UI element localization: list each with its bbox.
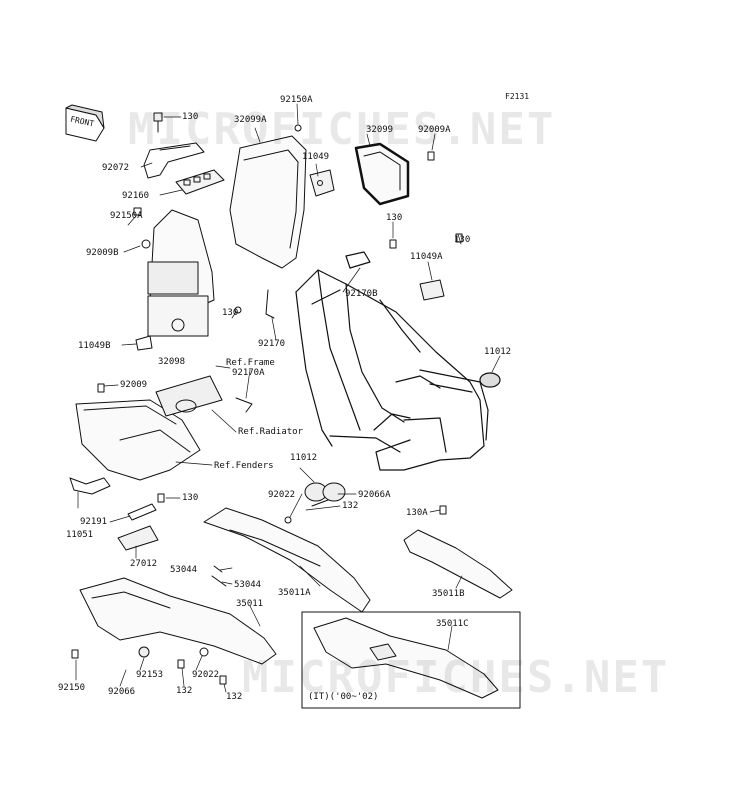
part-callout-32099[interactable]: 32099 bbox=[366, 125, 394, 135]
part-callout-132-low-a[interactable]: 132 bbox=[176, 686, 193, 696]
part-callout-35011[interactable]: 35011 bbox=[236, 599, 264, 609]
part-callout-130A[interactable]: 130A bbox=[406, 508, 428, 518]
cover-32099 bbox=[354, 142, 435, 206]
part-callout-130-bracket[interactable]: 130 bbox=[182, 493, 199, 503]
variant-box bbox=[301, 611, 521, 709]
bolt-130-top bbox=[153, 112, 163, 133]
ref-radiator-label[interactable]: Ref.Radiator bbox=[238, 427, 304, 437]
variant-note: (IT)('00~'02) bbox=[308, 692, 379, 702]
part-callout-92066A[interactable]: 92066A bbox=[358, 490, 391, 500]
part-callout-92022-low[interactable]: 92022 bbox=[192, 670, 220, 680]
bracket-11049A bbox=[389, 233, 463, 301]
part-callout-132-low-b[interactable]: 132 bbox=[226, 692, 243, 702]
part-callout-11012-mid[interactable]: 11012 bbox=[290, 453, 318, 463]
front-arrow-icon bbox=[65, 104, 105, 142]
part-callout-92150A-top[interactable]: 92150A bbox=[280, 95, 313, 105]
part-callout-130-battery[interactable]: 130 bbox=[222, 308, 239, 318]
bracket-92072 bbox=[143, 142, 205, 179]
part-callout-92009A[interactable]: 92009A bbox=[418, 125, 451, 135]
part-callout-92009B[interactable]: 92009B bbox=[86, 248, 119, 258]
grommets-11012 bbox=[284, 482, 346, 524]
bracket-27012 bbox=[117, 493, 165, 551]
part-callout-130-right[interactable]: 130 bbox=[454, 235, 471, 245]
ref-frame-label[interactable]: Ref.Frame bbox=[226, 358, 275, 368]
part-callout-130-mid[interactable]: 130 bbox=[386, 213, 403, 223]
part-callout-35011A[interactable]: 35011A bbox=[278, 588, 311, 598]
part-callout-92150[interactable]: 92150 bbox=[58, 683, 86, 693]
ref-fenders-label[interactable]: Ref.Fenders bbox=[214, 461, 274, 471]
part-callout-11051[interactable]: 11051 bbox=[66, 530, 94, 540]
part-callout-92160[interactable]: 92160 bbox=[122, 191, 150, 201]
watermark-top: MICROFICHES.NET bbox=[128, 104, 556, 155]
part-callout-27012[interactable]: 27012 bbox=[130, 559, 158, 569]
damper-92160 bbox=[175, 169, 225, 195]
battery-case-32098 bbox=[133, 207, 215, 337]
part-callout-92066[interactable]: 92066 bbox=[108, 687, 136, 697]
part-callout-32098[interactable]: 32098 bbox=[158, 357, 186, 367]
main-frame bbox=[295, 251, 501, 471]
part-callout-11049B[interactable]: 11049B bbox=[78, 341, 111, 351]
part-callout-53044-b[interactable]: 53044 bbox=[234, 580, 262, 590]
part-callout-32099A[interactable]: 32099A bbox=[234, 115, 267, 125]
part-callout-11049[interactable]: 11049 bbox=[302, 152, 330, 162]
part-callout-132-mid[interactable]: 132 bbox=[342, 501, 359, 511]
figure-code: F2131 bbox=[505, 92, 530, 101]
tray-11051 bbox=[69, 383, 201, 495]
part-callout-92072[interactable]: 92072 bbox=[102, 163, 130, 173]
part-callout-92170A[interactable]: 92170A bbox=[232, 368, 265, 378]
band-92170 bbox=[234, 289, 275, 319]
part-callout-35011C[interactable]: 35011C bbox=[436, 619, 469, 629]
bracket-11049B bbox=[135, 335, 153, 351]
part-callout-92150A-left[interactable]: 92150A bbox=[110, 211, 143, 221]
part-callout-92170B[interactable]: 92170B bbox=[345, 289, 378, 299]
leader-lines bbox=[75, 103, 501, 693]
part-callout-92191[interactable]: 92191 bbox=[80, 517, 108, 527]
radiator-cover bbox=[155, 375, 253, 417]
part-callout-11012-top[interactable]: 11012 bbox=[484, 347, 512, 357]
part-callout-53044-a[interactable]: 53044 bbox=[170, 565, 198, 575]
panel-35011A bbox=[203, 507, 371, 613]
bracket-11049 bbox=[309, 169, 335, 197]
side-cover-32099A bbox=[229, 124, 307, 269]
part-callout-92022-mid[interactable]: 92022 bbox=[268, 490, 296, 500]
part-callout-35011B[interactable]: 35011B bbox=[432, 589, 465, 599]
watermark-bottom: MICROFICHES.NET bbox=[242, 652, 670, 703]
part-callout-92009[interactable]: 92009 bbox=[120, 380, 148, 390]
part-callout-130[interactable]: 130 bbox=[182, 112, 199, 122]
side-cover-35011C bbox=[313, 617, 499, 699]
part-callout-92153[interactable]: 92153 bbox=[136, 670, 164, 680]
part-callout-11049A[interactable]: 11049A bbox=[410, 252, 443, 262]
side-cover-35011 bbox=[71, 577, 277, 685]
part-callout-92170[interactable]: 92170 bbox=[258, 339, 286, 349]
